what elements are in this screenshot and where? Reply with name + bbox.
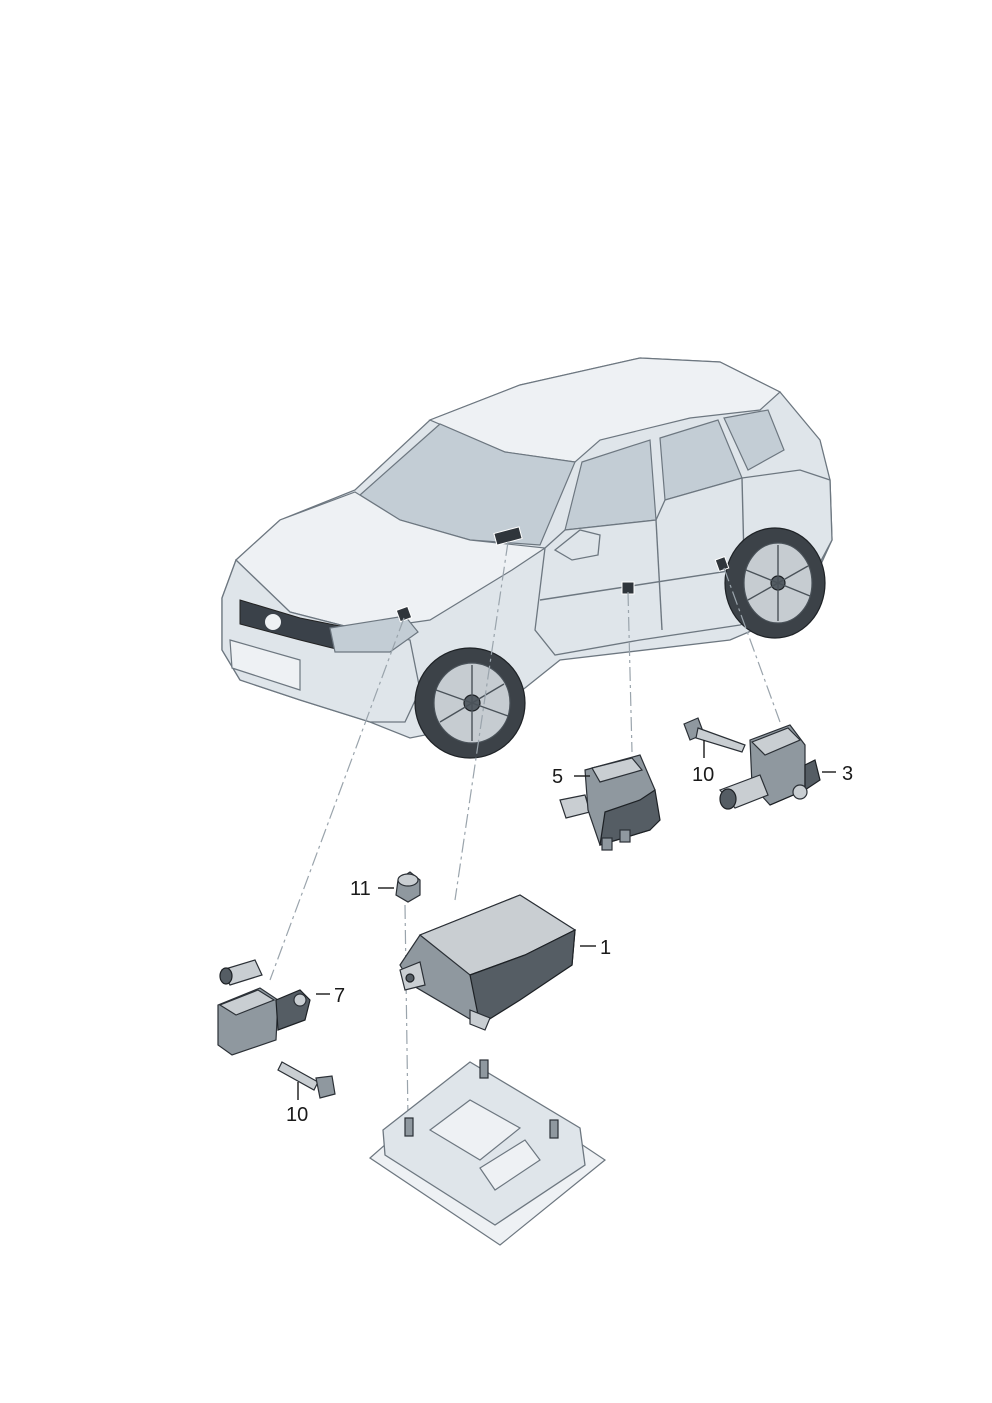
vehicle-illustration	[221, 357, 833, 759]
callout-10-right: 10	[692, 764, 714, 786]
callout-11: 11	[350, 878, 371, 900]
callout-7: 7	[334, 985, 345, 1007]
part-3-crash-sensor	[718, 724, 821, 810]
marker-front-sensor	[395, 605, 413, 623]
callout-10-left: 10	[286, 1104, 308, 1126]
screw-10-right	[683, 717, 746, 753]
callout-1: 1	[600, 937, 611, 959]
screw-10-left	[277, 1061, 336, 1099]
part-1-control-unit	[399, 894, 577, 1031]
callout-3: 3	[842, 763, 853, 785]
part-7-crash-sensor	[217, 959, 311, 1056]
callout-5: 5	[552, 766, 563, 788]
part-5-pressure-sensor	[559, 754, 661, 851]
mounting-bracket	[369, 1059, 607, 1246]
marker-control-unit	[493, 526, 523, 546]
leader-lines	[269, 541, 781, 1121]
callout-leads	[297, 740, 836, 1100]
part-11-nut	[395, 871, 421, 903]
